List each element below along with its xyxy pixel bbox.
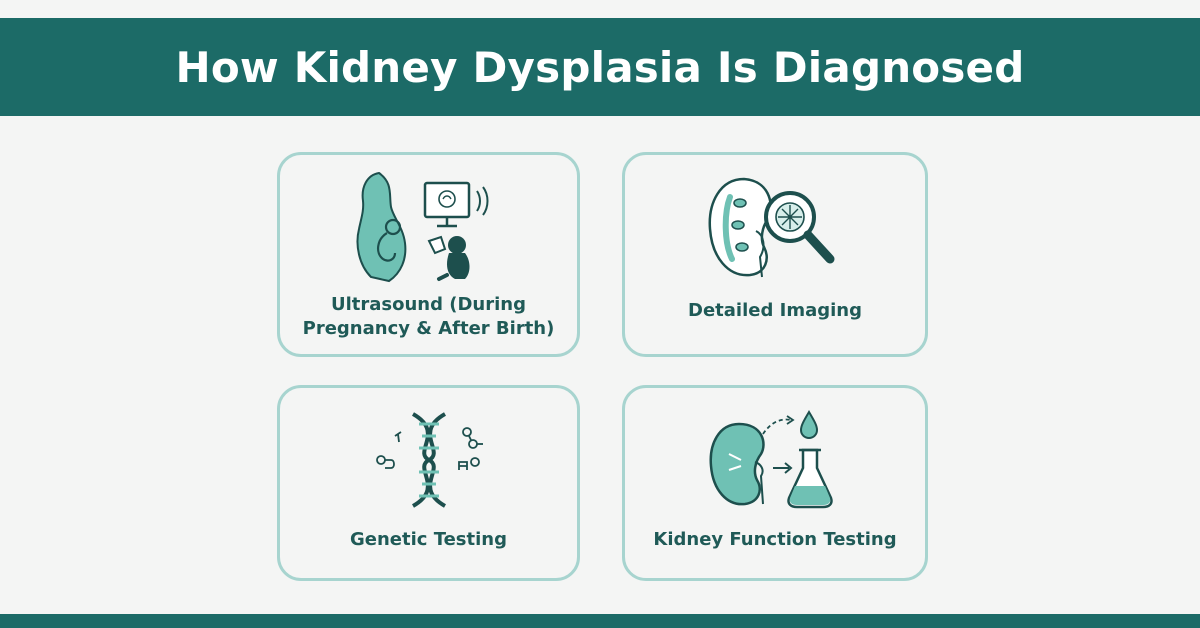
card-genetic-testing: Genetic Testing — [277, 385, 580, 581]
card-kidney-function-testing: Kidney Function Testing — [622, 385, 928, 581]
ultrasound-icon — [356, 171, 488, 283]
kidney-magnifier-icon — [708, 177, 835, 278]
page-title: How Kidney Dysplasia Is Diagnosed — [175, 42, 1025, 92]
card-label-genetic-testing: Genetic Testing — [350, 529, 507, 550]
dna-icon — [375, 412, 483, 508]
card-ultrasound: Ultrasound (During Pregnancy & After Bir… — [277, 152, 580, 357]
card-label-detailed-imaging: Detailed Imaging — [688, 300, 862, 321]
title-banner: How Kidney Dysplasia Is Diagnosed — [0, 18, 1200, 116]
card-label-kidney-function-testing: Kidney Function Testing — [653, 529, 897, 550]
kidney-flask-icon — [709, 410, 833, 509]
card-detailed-imaging: Detailed Imaging — [622, 152, 928, 357]
card-label-ultrasound: Ultrasound (During Pregnancy & After Bir… — [302, 294, 555, 339]
footer-bar — [0, 614, 1200, 628]
